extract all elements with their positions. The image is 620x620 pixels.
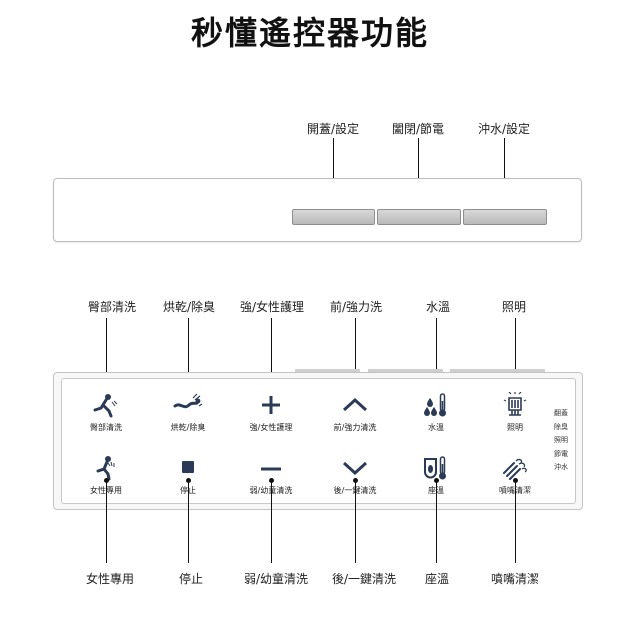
bidet-rear-icon (91, 392, 121, 418)
weak-child-caption: 弱/幼童清洗 (239, 485, 303, 496)
leader-dot (104, 478, 109, 483)
panel-tab (450, 369, 545, 373)
page-title: 秒懂遙控器功能 (190, 14, 429, 52)
rear-wash-button[interactable]: 臀部清洗 (74, 392, 138, 438)
panel-tab (368, 369, 443, 373)
side-item-power-save: 節電 (554, 449, 568, 458)
side-item-deodorize: 除臭 (554, 422, 568, 431)
light-button[interactable]: 照明 (483, 392, 547, 438)
leader-dot (269, 478, 274, 483)
leader-line (436, 318, 437, 403)
leader-line (271, 480, 272, 563)
open-lid-button[interactable] (292, 209, 375, 225)
label-rear-wash: 臀部清洗 (87, 300, 137, 314)
leader-dot (513, 478, 518, 483)
label-open-lid: 開蓋/設定 (306, 122, 360, 136)
leader-line (355, 318, 356, 403)
leader-line (271, 318, 272, 403)
stop-icon (173, 455, 203, 481)
leader-line (188, 318, 189, 403)
water-temperature-icon (421, 392, 451, 418)
rear-wash-caption: 臀部清洗 (90, 423, 122, 432)
label-light: 照明 (501, 300, 527, 314)
label-rear-onekey: 後/一鍵清洗 (331, 572, 397, 586)
dryer-deodorize-icon (173, 392, 203, 418)
light-caption: 照明 (507, 423, 523, 432)
weak-child-button[interactable]: 弱/幼童清洗 (239, 455, 303, 501)
leader-line (106, 480, 107, 563)
label-water-temp: 水溫 (425, 300, 451, 314)
leader-line (188, 480, 189, 563)
label-close-save: 闔閉/節電 (391, 122, 445, 136)
chevron-up-icon (340, 392, 370, 418)
dry-deodorize-caption: 烘乾/除臭 (170, 423, 206, 432)
leader-line (504, 138, 505, 208)
panel-tab (295, 369, 360, 373)
side-item-lid: 翻蓋 (554, 409, 568, 417)
rear-onekey-button[interactable]: 後/一鍵清洗 (323, 455, 387, 501)
label-feminine-only: 女性專用 (85, 572, 135, 586)
leader-line (515, 480, 516, 563)
leader-line (333, 138, 334, 208)
light-icon (500, 392, 530, 418)
strong-feminine-caption: 強/女性護理 (249, 423, 293, 432)
label-dry-deodorize: 烘乾/除臭 (162, 300, 216, 314)
side-item-flush: 沖水 (554, 463, 568, 471)
leader-line (436, 480, 437, 563)
label-strong-feminine: 強/女性護理 (239, 300, 305, 314)
strong-feminine-button[interactable]: 強/女性護理 (239, 392, 303, 438)
front-power-caption: 前/強力清洗 (333, 423, 377, 432)
flush-button[interactable] (463, 209, 547, 225)
minus-icon (256, 455, 286, 481)
side-item-light: 照明 (554, 436, 568, 444)
bidet-feminine-icon (91, 455, 121, 481)
dry-deodorize-button[interactable]: 烘乾/除臭 (156, 392, 220, 438)
leader-dot (186, 478, 191, 483)
nozzle-clean-icon (500, 455, 530, 481)
leader-line (355, 480, 356, 563)
leader-dot (353, 478, 358, 483)
water-temp-caption: 水溫 (428, 423, 444, 432)
leader-line (106, 318, 107, 403)
rear-onekey-caption: 後/一鍵清洗 (323, 485, 387, 496)
water-temp-button[interactable]: 水溫 (404, 392, 468, 438)
label-nozzle-clean: 噴嘴清潔 (490, 572, 540, 586)
front-power-button[interactable]: 前/強力清洗 (323, 392, 387, 438)
chevron-down-icon (340, 455, 370, 481)
label-seat-temp: 座溫 (424, 572, 450, 586)
label-flush-setting: 沖水/設定 (477, 122, 531, 136)
label-weak-child: 弱/幼童清洗 (243, 572, 309, 586)
leader-line (515, 318, 516, 403)
plus-icon (256, 392, 286, 418)
remote-panel-face (61, 378, 576, 504)
side-function-list: 翻蓋 除臭 照明 節電 沖水 (554, 407, 568, 475)
close-save-button[interactable] (377, 209, 461, 225)
label-stop: 停止 (178, 572, 204, 586)
seat-temperature-icon (421, 455, 451, 481)
leader-dot (434, 478, 439, 483)
leader-line (418, 138, 419, 208)
label-front-power: 前/強力洗 (329, 300, 383, 314)
